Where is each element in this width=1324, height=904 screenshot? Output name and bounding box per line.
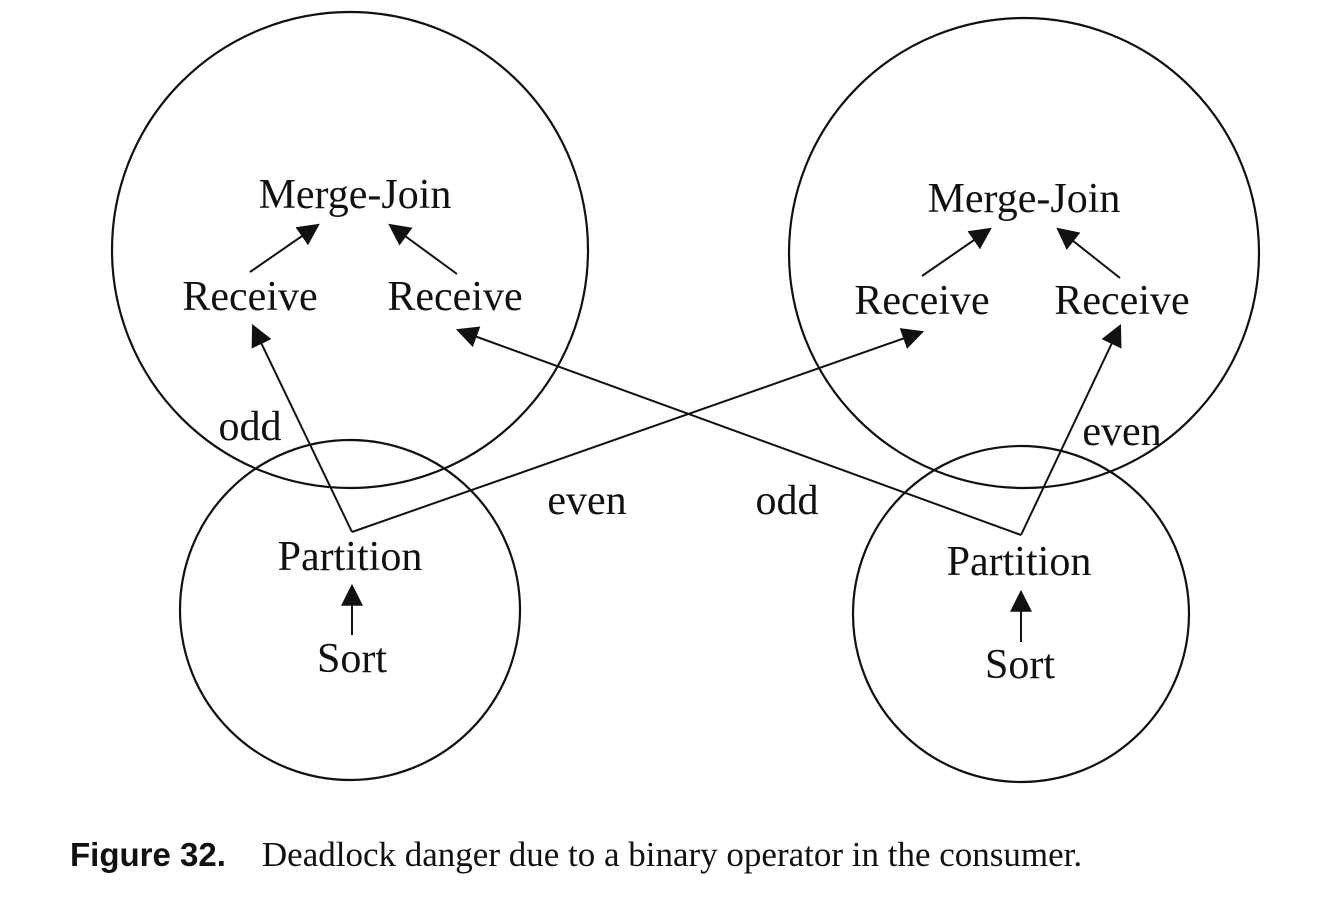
right-consumer-circle (787, 16, 1261, 490)
figure-caption: Figure 32. Deadlock danger due to a binar… (70, 835, 1082, 875)
left-sort-label: Sort (317, 636, 387, 682)
left-receive2-to-mergejoin-arrow (388, 223, 458, 275)
left-partition-odd-arrow (251, 324, 353, 533)
left-partition-even-arrow (351, 328, 925, 533)
left-odd-edge-label: odd (219, 404, 282, 450)
left-consumer-circle (110, 10, 590, 490)
left-partition-label: Partition (278, 534, 423, 580)
right-receive-1-label: Receive (854, 278, 989, 324)
right-receive-2-label: Receive (1054, 278, 1189, 324)
right-merge-join-label: Merge-Join (928, 176, 1121, 222)
left-receive-2-label: Receive (387, 274, 522, 320)
right-partition-label: Partition (947, 539, 1092, 585)
right-even-edge-label: even (1082, 409, 1161, 455)
right-receive2-to-mergejoin-arrow (1056, 227, 1121, 279)
right-partition-odd-arrow (455, 326, 1022, 536)
deadlock-diagram: Merge-Join Receive Receive Partition Sor… (110, 10, 1261, 784)
left-receive1-to-mergejoin-arrow (249, 223, 320, 273)
left-even-edge-label: even (547, 478, 626, 524)
right-producer-circle (851, 444, 1191, 784)
right-receive1-to-mergejoin-arrow (921, 227, 992, 277)
right-sort-label: Sort (985, 642, 1055, 688)
left-receive-1-label: Receive (182, 274, 317, 320)
left-merge-join-label: Merge-Join (259, 172, 452, 218)
figure-caption-text: Deadlock danger due to a binary operator… (261, 835, 1083, 874)
right-odd-edge-label: odd (756, 478, 819, 524)
right-partition-even-arrow (1020, 324, 1122, 536)
figure-number: Figure 32. (70, 836, 226, 873)
left-producer-circle (178, 438, 522, 782)
